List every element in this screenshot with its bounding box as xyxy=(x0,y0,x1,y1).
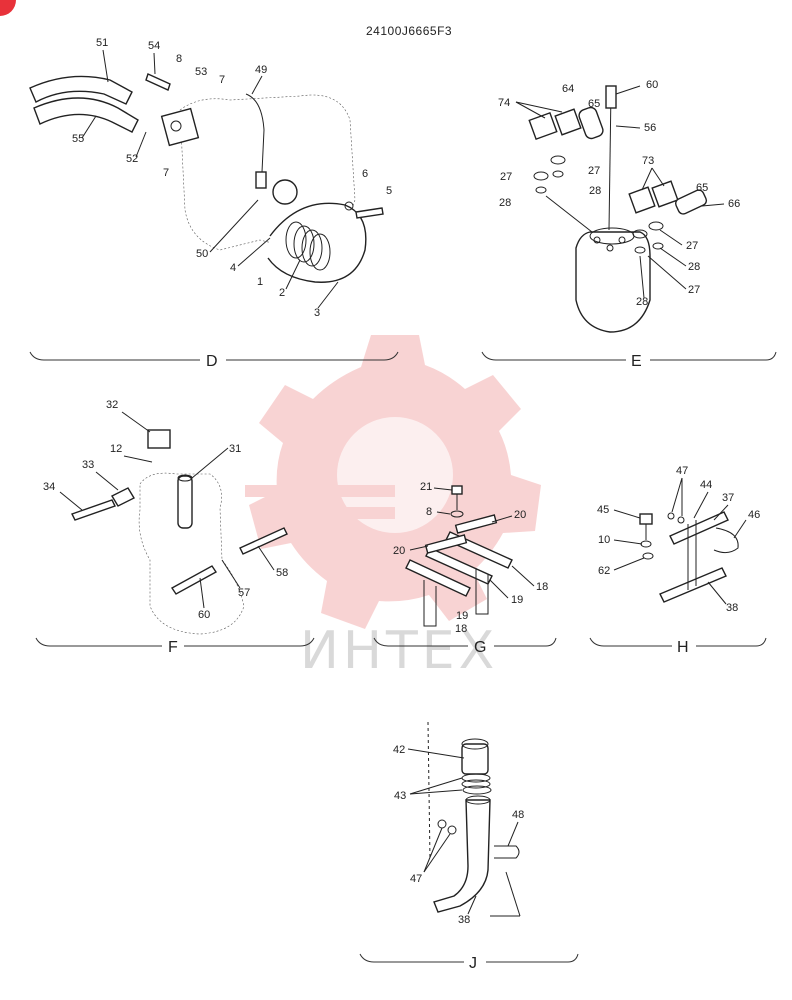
callout-f-33: 33 xyxy=(82,459,94,471)
section-e-label: E xyxy=(631,353,642,370)
callout-h-62: 62 xyxy=(598,565,610,577)
callout-d-55: 55 xyxy=(72,133,84,145)
section-d-label: D xyxy=(206,353,218,370)
callout-d-54: 54 xyxy=(148,40,160,52)
callout-f-12: 12 xyxy=(110,443,122,455)
callout-j-47: 47 xyxy=(410,873,422,885)
section-j-label: J xyxy=(469,955,477,972)
callout-h-47: 47 xyxy=(676,465,688,477)
callout-j-48: 48 xyxy=(512,809,524,821)
callout-e-65a: 65 xyxy=(588,98,600,110)
watermark-text: ИНТЕХ xyxy=(300,621,498,681)
callout-d-1: 1 xyxy=(257,276,263,288)
section-f-bracket xyxy=(35,637,315,647)
callout-g-20b: 20 xyxy=(393,545,405,557)
callout-h-45: 45 xyxy=(597,504,609,516)
document-code: 24100J6665F3 xyxy=(366,24,452,38)
callout-e-28d: 28 xyxy=(636,296,648,308)
callout-e-66: 66 xyxy=(728,198,740,210)
callout-e-28b: 28 xyxy=(499,197,511,209)
callout-f-58: 58 xyxy=(276,567,288,579)
callout-e-64: 64 xyxy=(562,83,574,95)
section-g-bracket xyxy=(373,637,557,647)
section-d-bracket xyxy=(29,351,399,361)
section-g: 21 8 20 20 18 19 19 18 G xyxy=(373,481,557,656)
callout-d-4: 4 xyxy=(230,262,236,274)
callout-d-7a: 7 xyxy=(219,74,225,86)
watermark-gear-logo xyxy=(245,335,541,629)
callout-d-3: 3 xyxy=(314,307,320,319)
callout-f-60: 60 xyxy=(198,609,210,621)
callout-d-53: 53 xyxy=(195,66,207,78)
callout-f-34: 34 xyxy=(43,481,55,493)
callout-g-19a: 19 xyxy=(456,610,468,622)
callout-h-44: 44 xyxy=(700,479,712,491)
callout-d-2: 2 xyxy=(279,287,285,299)
section-e-bracket xyxy=(481,351,777,361)
callout-d-52: 52 xyxy=(126,153,138,165)
callout-d-8: 8 xyxy=(176,53,182,65)
section-h-label: H xyxy=(677,639,689,656)
section-e: 60 74 64 65 56 27 27 28 28 73 65 66 27 2… xyxy=(481,79,777,370)
section-h-bracket xyxy=(589,637,767,647)
section-j-bracket xyxy=(359,953,579,963)
section-j: 42 43 48 47 38 J xyxy=(359,721,579,972)
callout-e-74: 74 xyxy=(498,97,510,109)
section-f-label: F xyxy=(168,639,178,656)
callout-e-27c: 27 xyxy=(686,240,698,252)
callout-e-27a: 27 xyxy=(500,171,512,183)
callout-d-6: 6 xyxy=(362,168,368,180)
callout-e-28c: 28 xyxy=(688,261,700,273)
callout-j-42: 42 xyxy=(393,744,405,756)
callout-j-43: 43 xyxy=(394,790,406,802)
callout-g-18b: 18 xyxy=(455,623,467,635)
callout-d-50: 50 xyxy=(196,248,208,260)
callout-d-51: 51 xyxy=(96,37,108,49)
callout-g-19b: 19 xyxy=(511,594,523,606)
callout-e-56: 56 xyxy=(644,122,656,134)
callout-f-57: 57 xyxy=(238,587,250,599)
callout-d-49: 49 xyxy=(255,64,267,76)
section-h: 47 44 37 45 46 10 62 38 H xyxy=(589,465,767,656)
callout-j-38: 38 xyxy=(458,914,470,926)
callout-h-37: 37 xyxy=(722,492,734,504)
callout-g-18a: 18 xyxy=(536,581,548,593)
callout-f-31: 31 xyxy=(229,443,241,455)
callout-e-28a: 28 xyxy=(589,185,601,197)
callout-e-27b: 27 xyxy=(588,165,600,177)
callout-g-21: 21 xyxy=(420,481,432,493)
callout-e-60: 60 xyxy=(646,79,658,91)
callout-e-27d: 27 xyxy=(688,284,700,296)
callout-f-32: 32 xyxy=(106,399,118,411)
corner-badge xyxy=(0,0,16,16)
callout-h-38: 38 xyxy=(726,602,738,614)
callout-e-65b: 65 xyxy=(696,182,708,194)
section-g-label: G xyxy=(474,639,486,656)
section-d: 51 54 8 53 7 49 55 52 7 6 5 50 4 1 2 3 D xyxy=(29,37,399,370)
callout-h-10: 10 xyxy=(598,534,610,546)
section-f: 32 12 31 33 34 58 57 60 F xyxy=(35,399,315,656)
callout-g-8: 8 xyxy=(426,506,432,518)
callout-g-20a: 20 xyxy=(514,509,526,521)
callout-h-46: 46 xyxy=(748,509,760,521)
callout-e-73: 73 xyxy=(642,155,654,167)
callout-d-5: 5 xyxy=(386,185,392,197)
callout-d-7b: 7 xyxy=(163,167,169,179)
